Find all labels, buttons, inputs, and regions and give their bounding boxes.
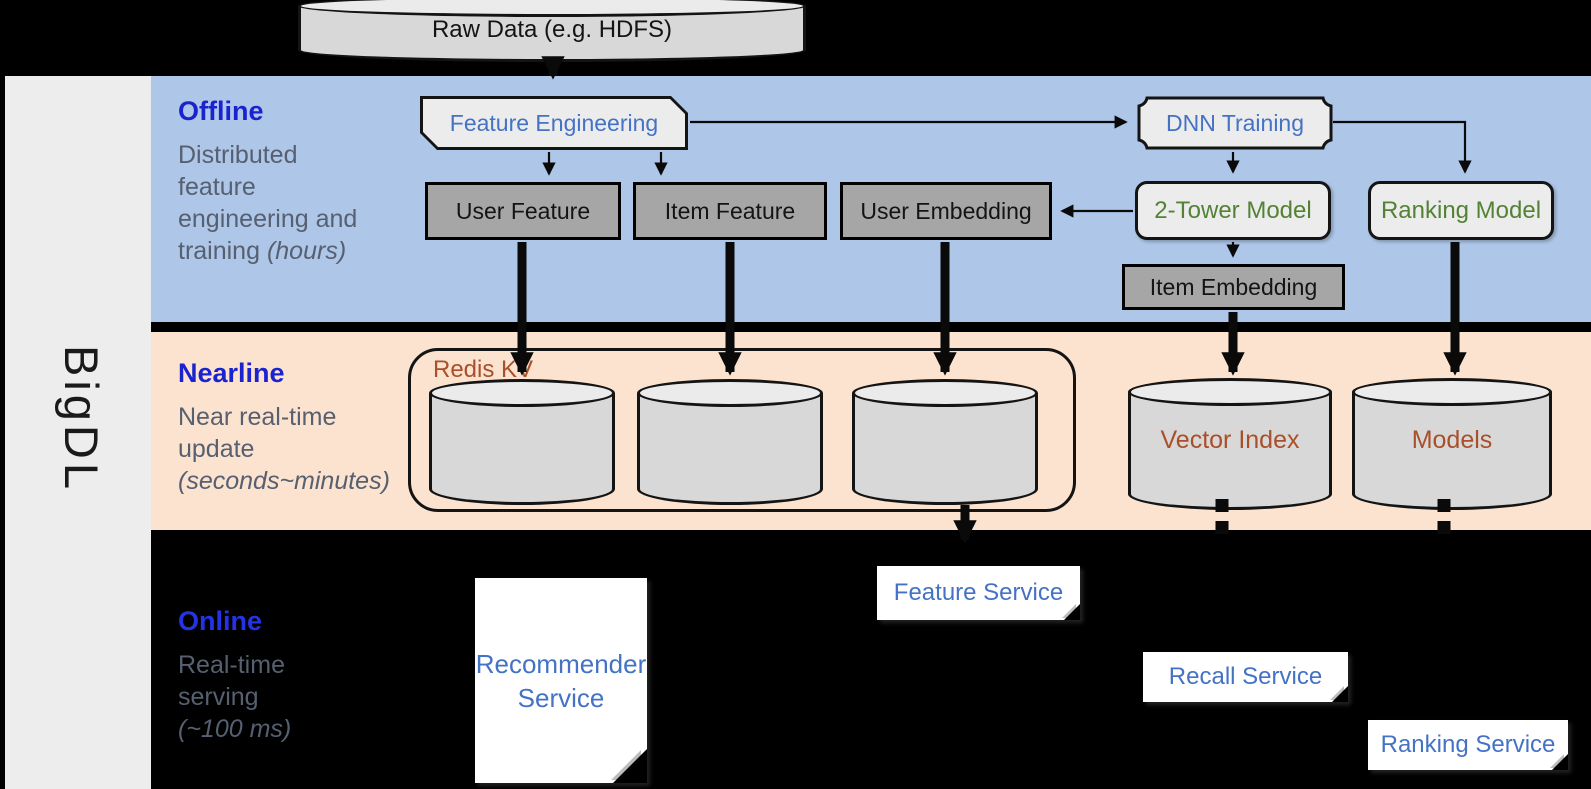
online-desc-line: serving [178,683,259,711]
node-user-embedding: User Embedding [840,182,1052,240]
vector-index-cylinder: Vector Index [1128,378,1332,510]
online-section-label: Online Real-time serving (~100 ms) [178,606,488,745]
nearline-desc-line: update [178,435,255,463]
dnn-plaque-shape [1137,96,1333,150]
offline-desc-line: engineering and [178,205,358,233]
offline-title: Offline [178,96,264,126]
online-desc-line: Real-time [178,651,285,679]
node-recommender-service: Recommender Service [475,578,647,783]
online-title: Online [178,606,263,636]
online-desc-line: (~100 ms) [178,715,292,743]
offline-desc-line: training (hours) [178,237,347,265]
raw-data-label: Raw Data (e.g. HDFS) [431,16,673,43]
bigdl-logo-text: BigDL [55,345,108,494]
node-user-feature: User Feature [425,182,621,240]
feature-engineering-label: Feature Engineering [423,99,685,147]
dnn-training-label: DNN Training [1165,109,1305,136]
node-feature-engineering: Feature Engineering [420,96,688,150]
node-item-embedding: Item Embedding [1122,264,1345,310]
redis-cylinder-item-feature [637,379,823,505]
node-item-feature: Item Feature [633,182,827,240]
offline-desc-line: Distributed [178,141,298,169]
raw-data-cylinder: Raw Data (e.g. HDFS) [298,0,806,62]
models-cylinder: Models [1352,378,1552,510]
nearline-desc-line: Near real-time [178,403,337,431]
redis-cylinder-user-embedding [852,379,1038,505]
node-feature-service: Feature Service [877,566,1080,620]
bigdl-sidebar [5,76,151,789]
node-dnn-training: DNN Training [1137,96,1333,150]
nearline-desc-line: (seconds~minutes) [178,467,390,495]
node-two-tower-model: 2-Tower Model [1135,181,1331,240]
vector-index-label: Vector Index [1160,426,1300,454]
node-recall-service: Recall Service [1143,652,1348,702]
models-label: Models [1411,426,1493,454]
nearline-title: Nearline [178,358,285,388]
node-ranking-model: Ranking Model [1368,181,1554,240]
redis-cylinder-user-feature [429,379,615,505]
nearline-section-label: Nearline Near real-time update (seconds~… [178,358,488,497]
offline-desc-line: feature [178,173,256,201]
offline-section-label: Offline Distributed feature engineering … [178,96,488,267]
node-ranking-service: Ranking Service [1368,720,1568,770]
